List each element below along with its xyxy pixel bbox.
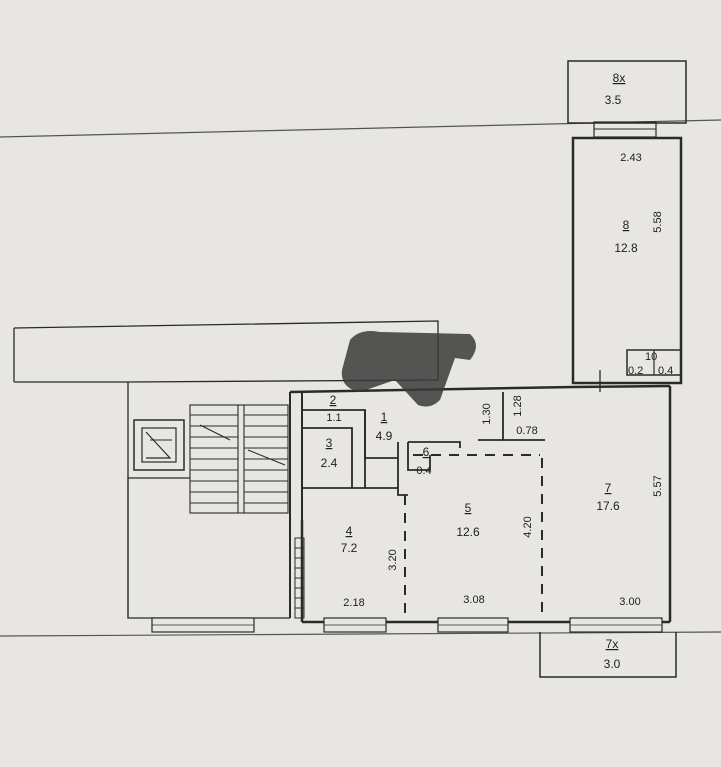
dim-4-20: 4.20 — [522, 516, 534, 537]
room-1-number: 1 — [381, 410, 388, 424]
dim-2-43: 2.43 — [620, 152, 641, 164]
elevator-cabin — [141, 427, 177, 463]
dim-1-28: 1.28 — [512, 395, 524, 416]
elevator-mark — [145, 431, 172, 459]
dim-0-78: 0.78 — [516, 425, 537, 437]
room-5-number: 5 — [465, 501, 472, 515]
room-2-area: 1.1 — [326, 412, 341, 424]
dim-3-08: 3.08 — [463, 594, 484, 606]
room-1-area: 4.9 — [376, 429, 393, 443]
room-9-area: 0.2 — [628, 365, 643, 377]
watermark — [341, 331, 476, 407]
dim-5-57: 5.57 — [652, 475, 664, 496]
balcony-8x-outline — [567, 60, 687, 124]
stair-tread — [247, 449, 286, 466]
radiator — [294, 537, 305, 619]
dim-2-18: 2.18 — [343, 597, 364, 609]
elevator-shaft — [133, 419, 185, 471]
room-7-top-wall — [572, 384, 671, 389]
building-bottom-line — [0, 631, 721, 637]
room-4-number: 4 — [346, 524, 353, 538]
dim-3-00: 3.00 — [619, 596, 640, 608]
dim-1-30: 1.30 — [481, 403, 493, 424]
room-8-outline — [571, 136, 683, 385]
room-5-area: 12.6 — [456, 525, 480, 539]
room-6-area: 0.4 — [416, 465, 431, 477]
room-4-area: 7.2 — [341, 541, 358, 555]
room-10-number: 10 — [645, 351, 657, 363]
staircase — [189, 404, 289, 514]
room-2-number: 2 — [330, 393, 337, 407]
room-7x-area: 3.0 — [604, 657, 621, 671]
balcony-7x-outline — [539, 632, 677, 678]
room-8x-number: 8x — [613, 71, 626, 85]
dim-5-58: 5.58 — [652, 211, 664, 232]
room-8x-area: 3.5 — [605, 93, 622, 107]
room-3-number: 3 — [326, 436, 333, 450]
room-3-area: 2.4 — [321, 456, 338, 470]
room-7-area: 17.6 — [596, 499, 620, 513]
dim-3-20: 3.20 — [387, 549, 399, 570]
room-7-number: 7 — [605, 481, 612, 495]
room-6-number: 6 — [423, 445, 430, 459]
room-10-area: 0.4 — [658, 365, 673, 377]
stair-tread — [199, 424, 231, 441]
room-8-area: 12.8 — [614, 241, 638, 255]
room-8-number: 8 — [623, 218, 630, 232]
room-7x-number: 7x — [606, 637, 619, 651]
dashed-openings — [404, 454, 543, 615]
